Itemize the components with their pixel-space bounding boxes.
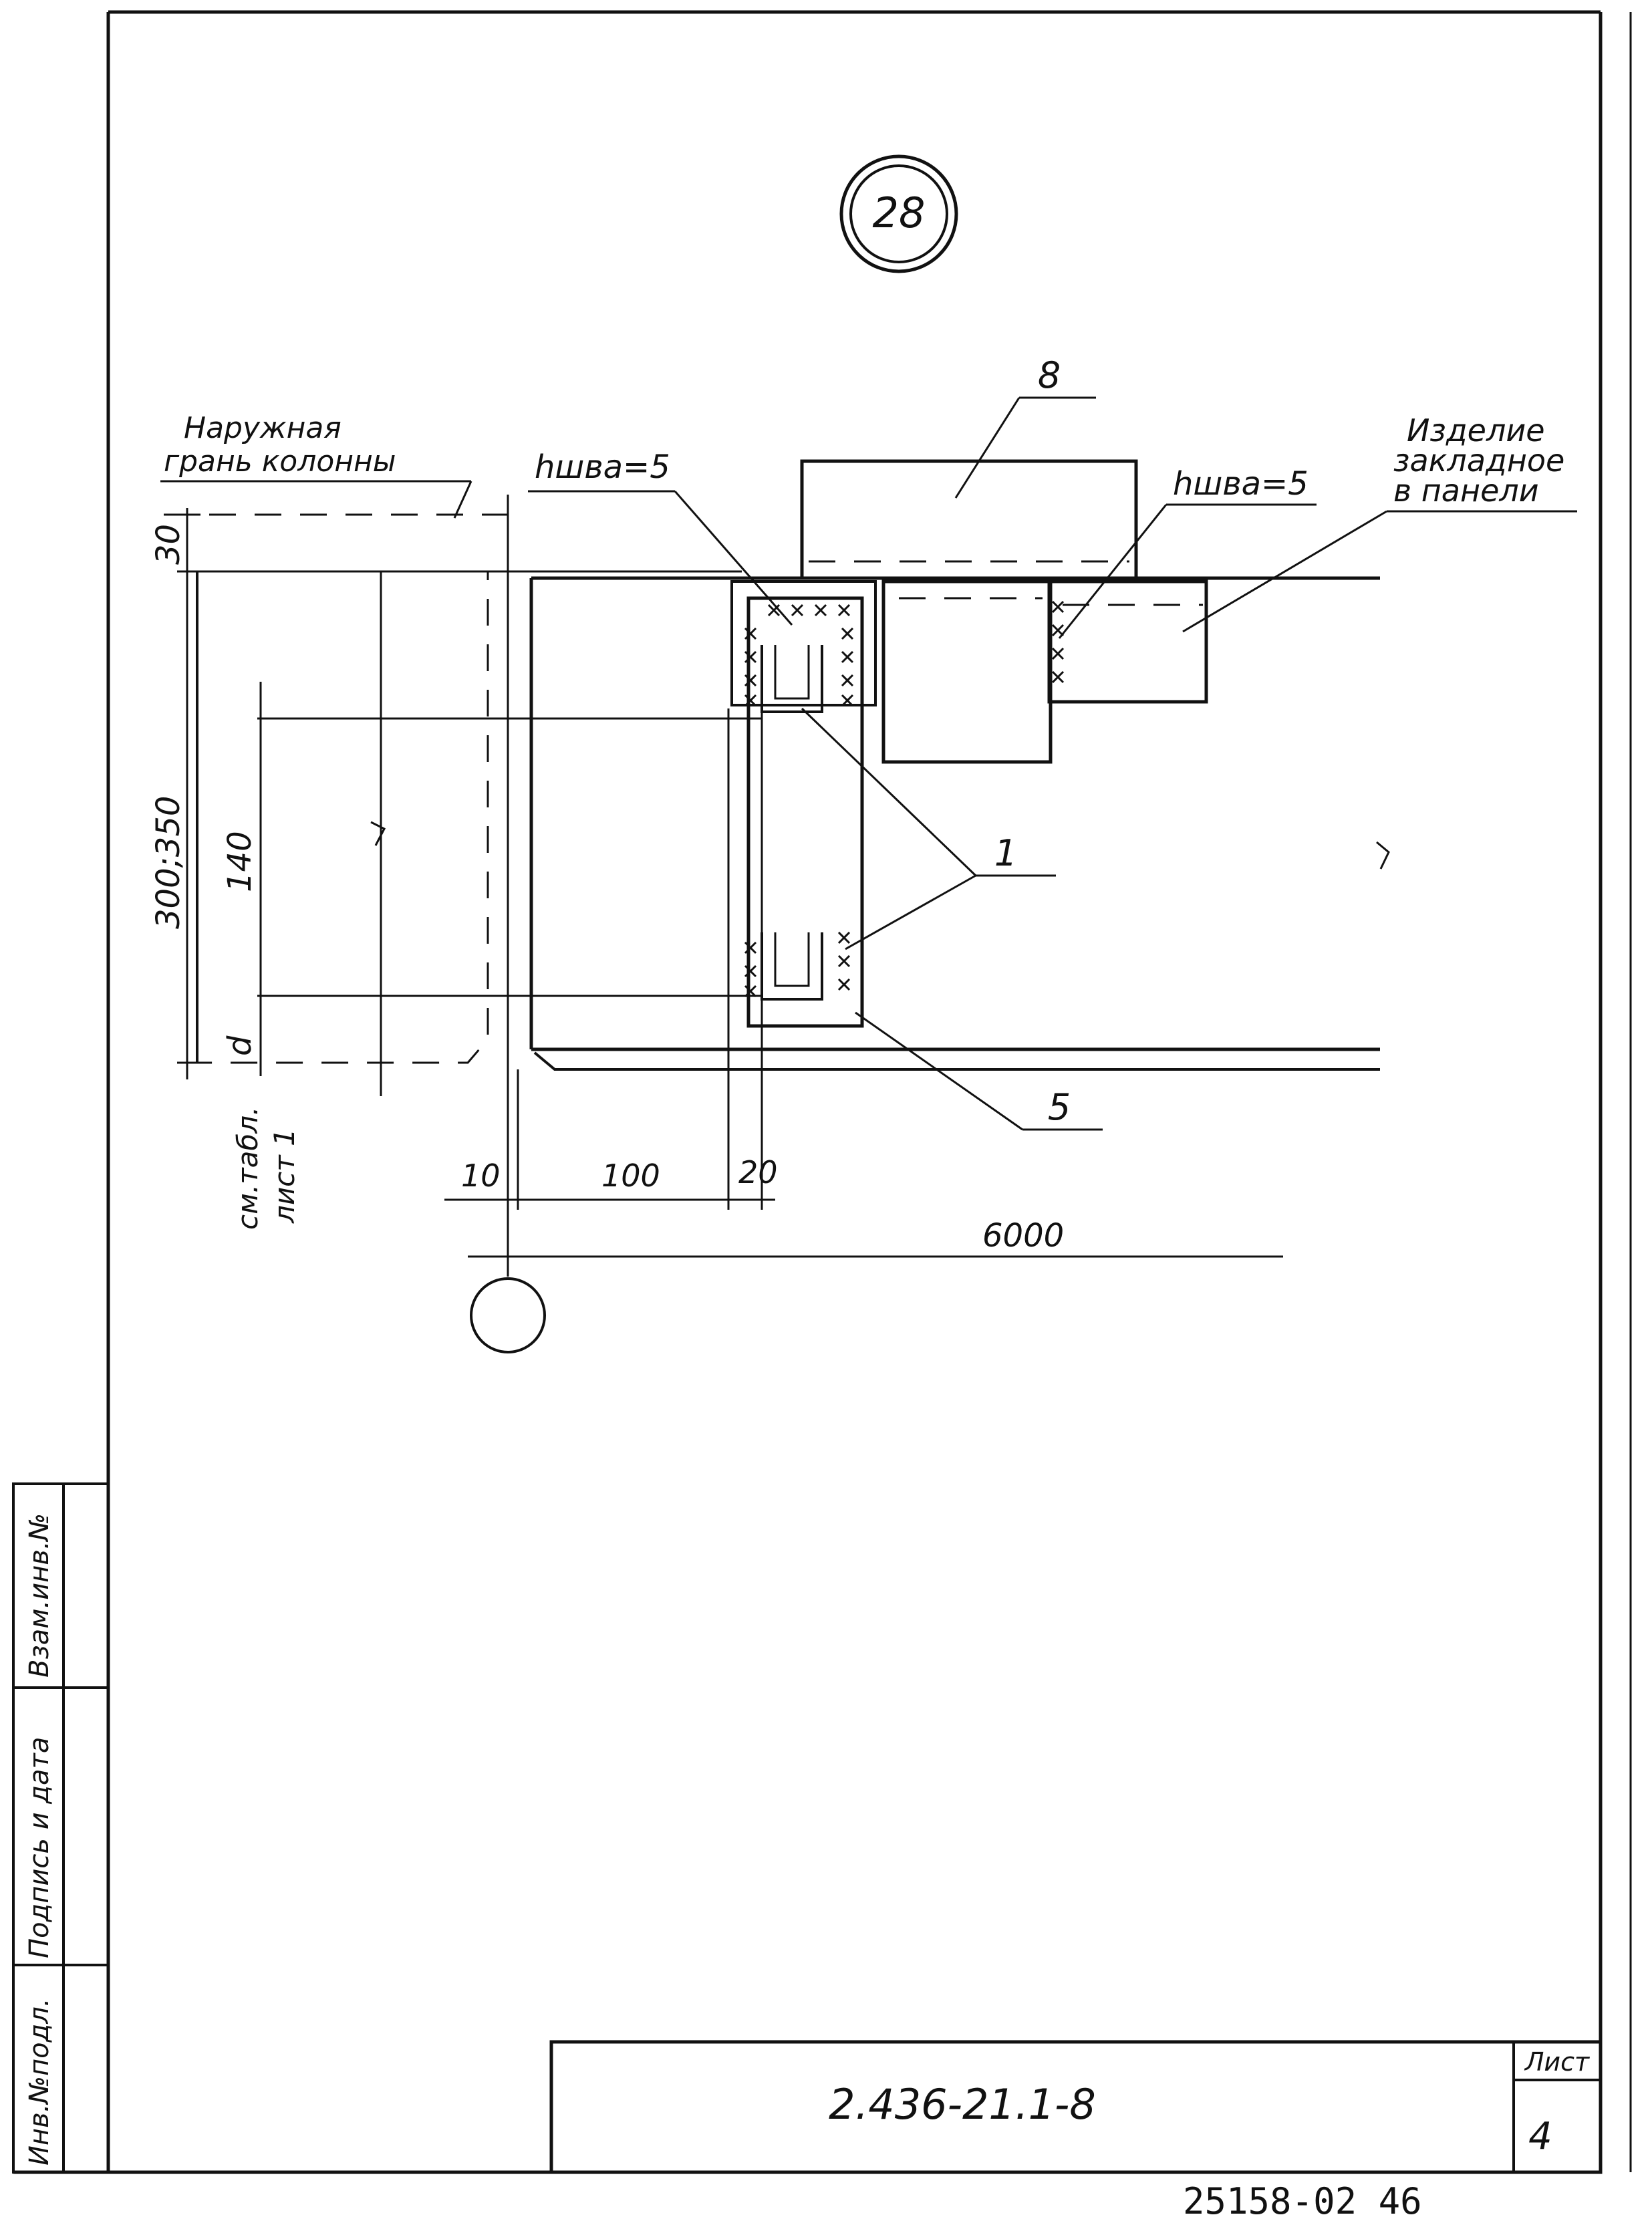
side-stamp: Инв.№подл. Подпись и дата Взам.инв.№ (12, 1482, 110, 2174)
annotations: 8 Наружная грань колонны hшва=5 hшва=5 И… (160, 354, 1577, 1131)
position-5-label: 5 (1048, 1086, 1071, 1128)
stamp-replacement-label: Взам.инв.№ (24, 1513, 55, 1678)
sheet-number: 4 (1528, 2115, 1552, 2158)
title-block: 2.436-21.1-8 Лист 4 (549, 2040, 1603, 2174)
see-table-2: лист 1 (268, 1128, 301, 1224)
sheet-label: Лист (1524, 2047, 1591, 2077)
dim-bottom: d (221, 1035, 259, 1056)
embedded-plate (730, 459, 1208, 1028)
position-8-label: 8 (1038, 354, 1061, 396)
footer-code: 25158-02 46 (1183, 2180, 1422, 2219)
sheet-frame (13, 10, 1632, 2174)
stamp-inventory-label: Инв.№подл. (24, 1998, 55, 2166)
outer-face-label-1: Наружная (184, 411, 341, 445)
position-1-label: 1 (994, 832, 1017, 874)
embedded-label-2: закладное (1393, 442, 1564, 479)
embedded-label-1: Изделие (1407, 412, 1545, 448)
weld-left-label: hшва=5 (535, 448, 670, 486)
detail-number: 28 (873, 188, 926, 237)
weld-right-label: hшва=5 (1173, 465, 1309, 503)
weld-hatching (744, 600, 1065, 998)
dim-inner: 140 (221, 831, 259, 892)
vertical-dimensions: 30 300;350 140 d см.табл. лист 1 (150, 508, 762, 1230)
dim-offset-100: 100 (601, 1158, 660, 1194)
stamp-signature-label: Подпись и дата (24, 1737, 55, 1958)
detail-marker: 28 (839, 154, 958, 273)
embedded-label-3: в панели (1393, 473, 1539, 509)
dim-offset-10: 10 (461, 1158, 501, 1194)
column-outline (164, 495, 509, 1277)
see-table-1: см.табл. (231, 1107, 264, 1230)
dim-span: 6000 (982, 1217, 1064, 1255)
dim-height-range: 300;350 (150, 796, 187, 929)
horizontal-dimensions: 10 100 20 6000 (444, 708, 1283, 1258)
outer-face-label-2: грань колонны (164, 444, 396, 479)
drawing-code: 2.436-21.1-8 (829, 2080, 1096, 2129)
dim-offset-20: 20 (738, 1154, 778, 1190)
dim-top: 30 (150, 524, 187, 565)
axis-bubble (470, 1277, 546, 1353)
